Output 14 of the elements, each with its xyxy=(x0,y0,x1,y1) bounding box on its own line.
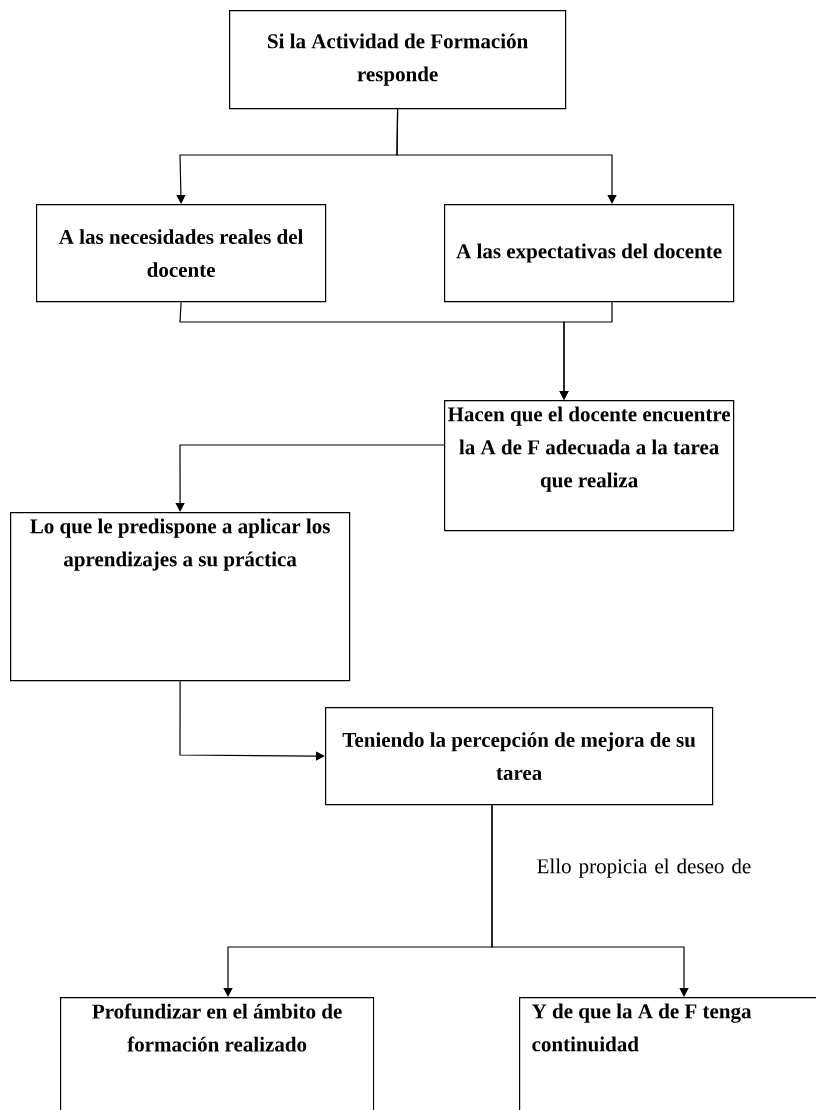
process-box: Hacen que el docente encuentre la A de F adecuada a la tarea que realiza xyxy=(444,400,735,532)
process-box: A las expectativas del docente xyxy=(444,204,735,303)
arrow xyxy=(396,108,617,204)
note: Ello propicia el deseo de xyxy=(537,858,751,878)
process-box: Si la Actividad de Formación responde xyxy=(229,10,567,110)
arrow xyxy=(559,301,613,400)
process-box: Lo que le predispone a aplicar los aprendizajes a su práctica xyxy=(10,512,351,682)
process-box: Y de que la A de F tenga continuidad xyxy=(519,997,816,1110)
process-box: Profundizar en el ámbito de formación realizado xyxy=(60,997,375,1110)
arrow xyxy=(175,444,445,512)
arrow xyxy=(491,804,689,997)
arrow xyxy=(179,680,325,761)
process-box: Teniendo la percepción de mejora de su tarea xyxy=(325,707,714,806)
process-box: A las necesidades reales del docente xyxy=(36,204,327,303)
